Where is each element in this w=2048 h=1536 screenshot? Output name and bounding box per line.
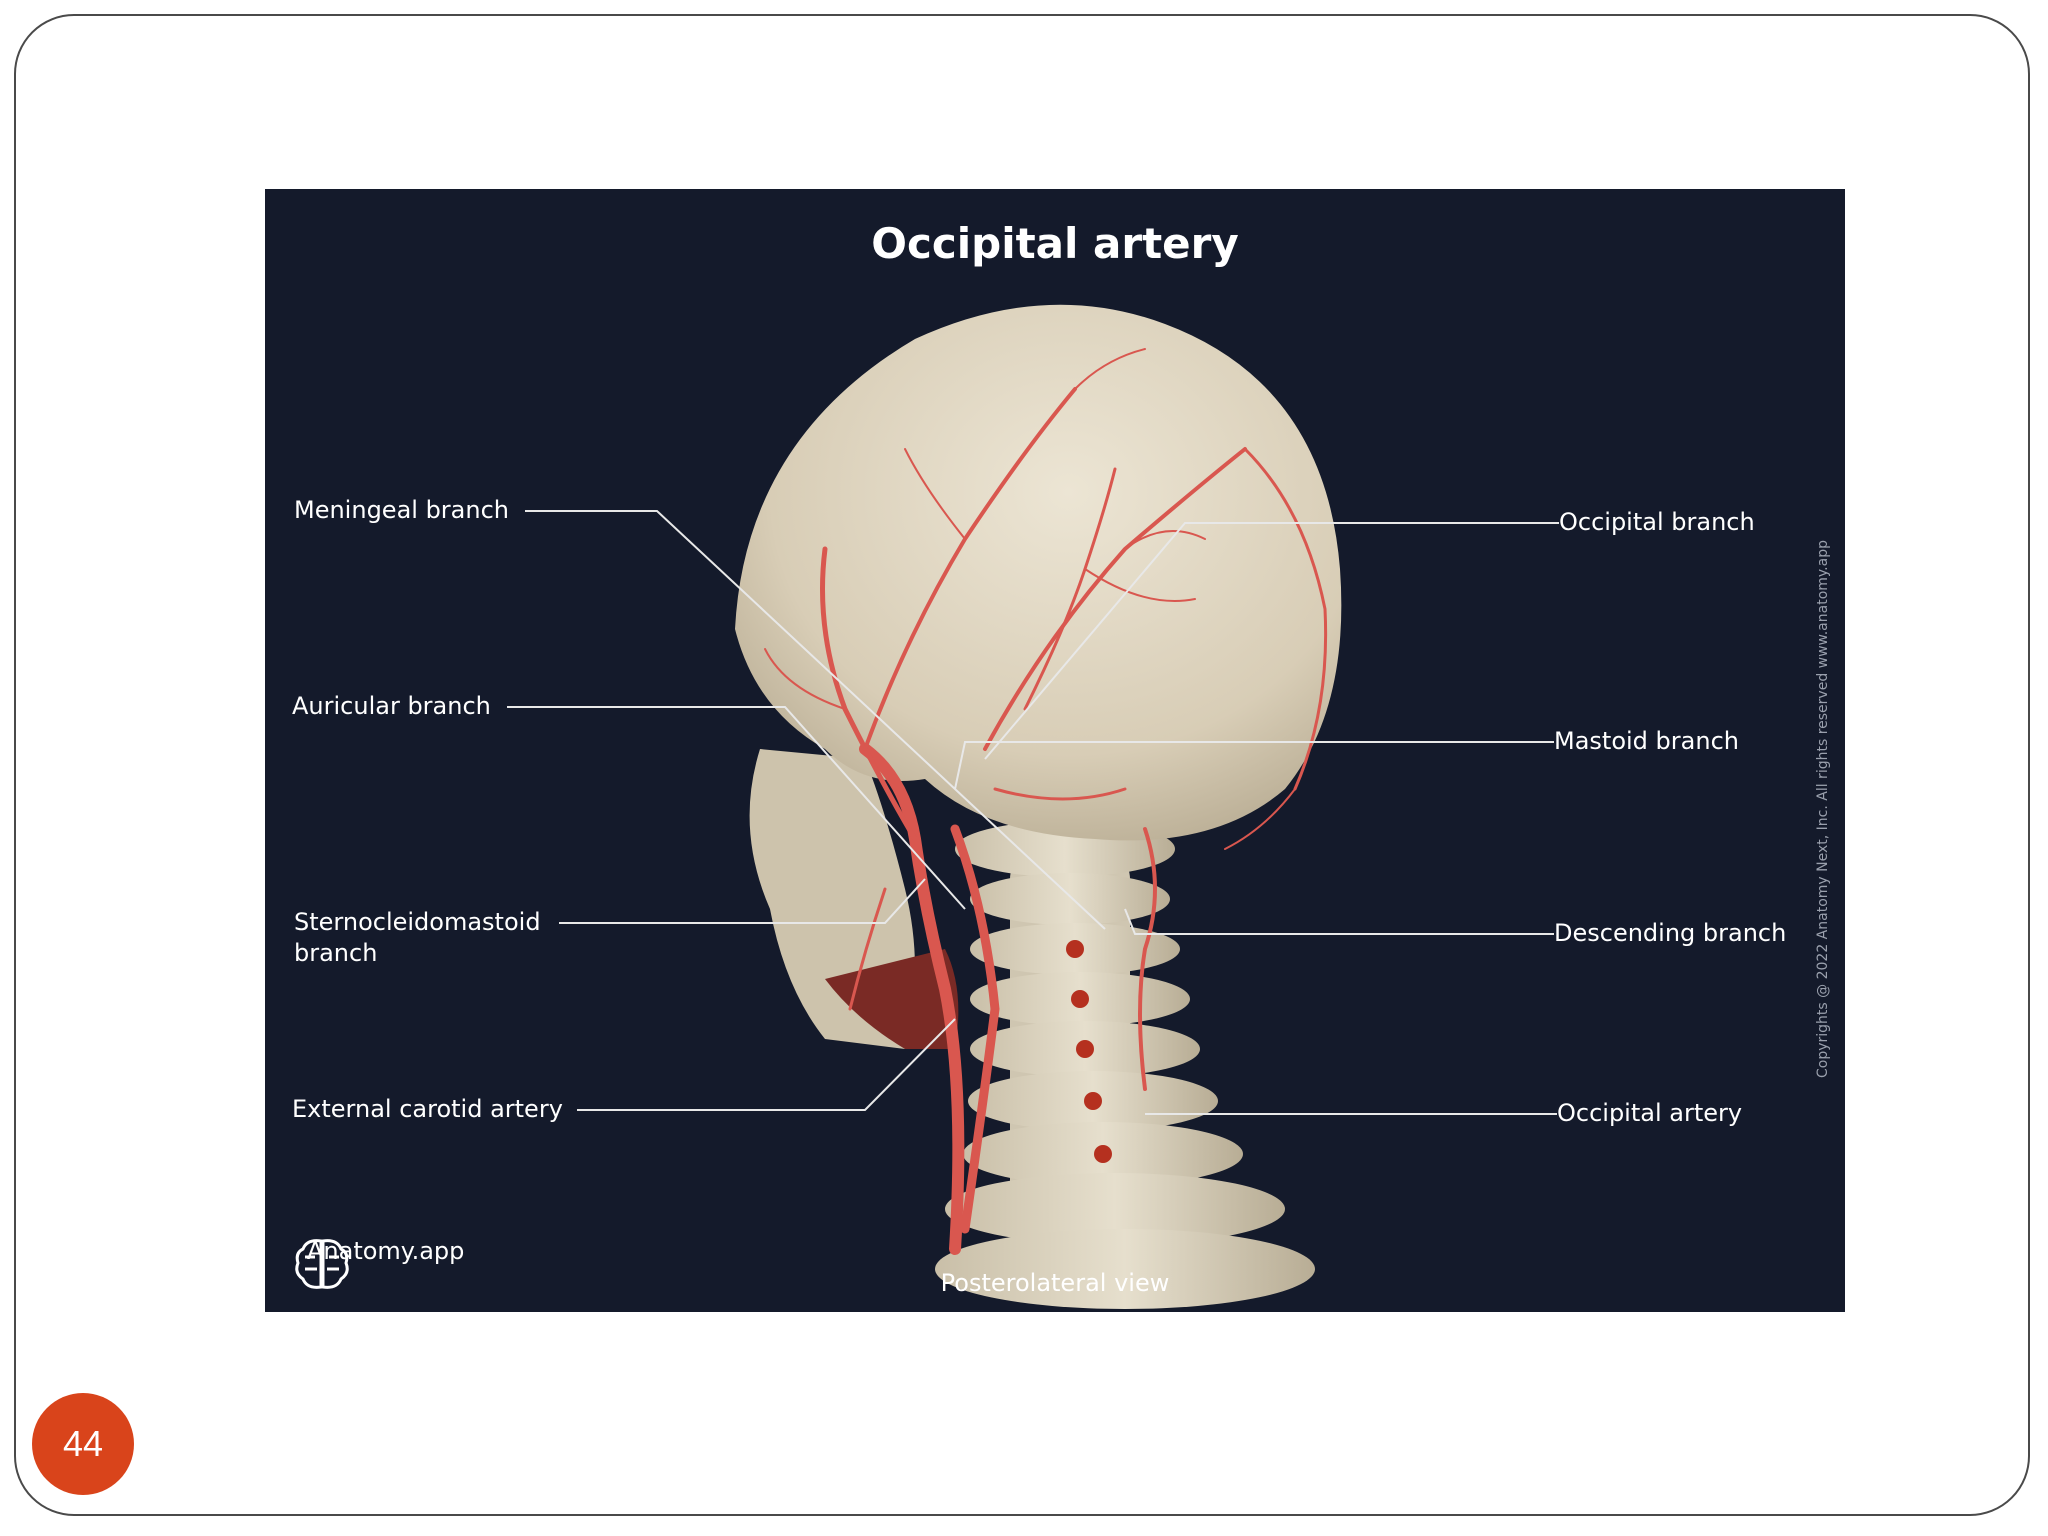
label-mastoid-branch: Mastoid branch: [1554, 727, 1739, 755]
label-sternocleidomastoid-branch-line2: branch: [294, 939, 378, 967]
brand-logo: Anatomy.app: [293, 1237, 464, 1289]
label-occipital-artery: Occipital artery: [1557, 1099, 1743, 1127]
copyright-text: Copyrights @ 2022 Anatomy Next, Inc. All…: [1815, 540, 1831, 1078]
label-sternocleidomastoid-branch-line1: Sternocleidomastoid: [294, 908, 541, 936]
arteries: [764, 348, 1328, 1255]
label-auricular-branch: Auricular branch: [292, 692, 491, 720]
leader-lines: [507, 510, 1559, 1115]
label-meningeal-branch: Meningeal branch: [294, 496, 509, 524]
cervical-spine: [935, 821, 1315, 1309]
page-number-badge: 44: [32, 1393, 134, 1495]
label-external-carotid-artery: External carotid artery: [292, 1095, 563, 1123]
cranium: [735, 304, 1342, 841]
view-caption: Posterolateral view: [940, 1269, 1170, 1297]
label-occipital-branch: Occipital branch: [1559, 508, 1755, 536]
anatomy-figure: Occipital artery Meningeal branch Auricu…: [265, 189, 1845, 1312]
skull-illustration: [507, 304, 1559, 1309]
figure-title: Occipital artery: [871, 219, 1239, 268]
label-descending-branch: Descending branch: [1554, 919, 1787, 947]
